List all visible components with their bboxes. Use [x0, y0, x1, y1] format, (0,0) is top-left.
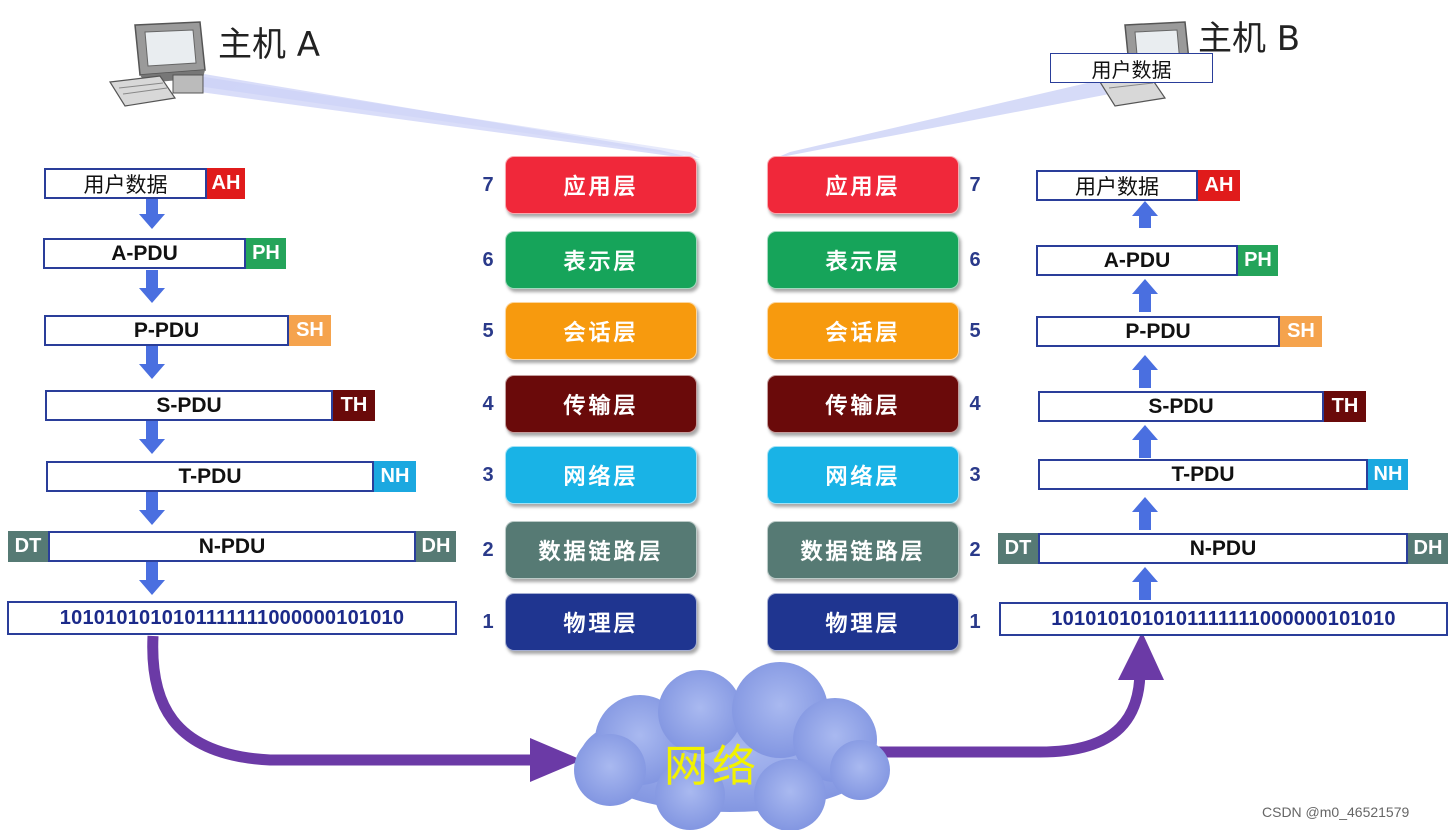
right-header-sh: SH — [1280, 316, 1322, 347]
left-p-pdu: P-PDU — [44, 315, 289, 346]
left-user-data: 用户数据 — [44, 168, 207, 199]
left-layer-number-7: 7 — [482, 173, 494, 196]
left-layer-4: 传输层 — [505, 375, 697, 433]
left-layer-number-2: 2 — [482, 538, 494, 561]
left-bitstream: 1010101010101111111000000101010 — [7, 601, 457, 635]
right-layer-1: 物理层 — [767, 593, 959, 651]
left-s-pdu: S-PDU — [45, 390, 333, 421]
right-layer-number-3: 3 — [969, 463, 981, 486]
left-header-dh: DH — [416, 531, 456, 562]
network-cloud — [574, 662, 890, 830]
left-layer-number-5: 5 — [482, 319, 494, 342]
left-layer-6: 表示层 — [505, 231, 697, 289]
left-header-th: TH — [333, 390, 375, 421]
left-header-nh: NH — [374, 461, 416, 492]
left-layer-3: 网络层 — [505, 446, 697, 504]
host-b-beam — [776, 80, 1120, 158]
right-trailer-dt: DT — [998, 533, 1038, 564]
right-layer-number-2: 2 — [969, 538, 981, 561]
left-header-sh: SH — [289, 315, 331, 346]
right-layer-2: 数据链路层 — [767, 521, 959, 579]
right-layer-number-1: 1 — [969, 610, 981, 633]
right-header-nh: NH — [1368, 459, 1408, 490]
right-header-th: TH — [1324, 391, 1366, 422]
right-header-dh: DH — [1408, 533, 1448, 564]
right-bitstream: 1010101010101111111000000101010 — [999, 602, 1448, 636]
right-layer-6: 表示层 — [767, 231, 959, 289]
right-n-pdu: N-PDU — [1038, 533, 1408, 564]
host-a-title: 主机 A — [218, 25, 321, 65]
left-layer-number-6: 6 — [482, 248, 494, 271]
left-layer-7: 应用层 — [505, 156, 697, 214]
host-b-user-data-label: 用户数据 — [1050, 53, 1213, 83]
right-header-ah: AH — [1198, 170, 1240, 201]
computer-a-icon — [108, 21, 206, 107]
left-header-ah: AH — [207, 168, 245, 199]
transmission-arrowhead-right — [1118, 632, 1164, 680]
host-a-beam-fill — [180, 70, 700, 160]
right-s-pdu: S-PDU — [1038, 391, 1324, 422]
right-layer-7: 应用层 — [767, 156, 959, 214]
right-layer-3: 网络层 — [767, 446, 959, 504]
right-t-pdu: T-PDU — [1038, 459, 1368, 490]
right-layer-number-7: 7 — [969, 173, 981, 196]
left-layer-1: 物理层 — [505, 593, 697, 651]
right-up-arrows — [1132, 201, 1158, 600]
left-trailer-dt: DT — [8, 531, 48, 562]
network-label: 网络 — [664, 741, 760, 792]
watermark: CSDN @m0_46521579 — [1262, 804, 1410, 820]
right-layer-4: 传输层 — [767, 375, 959, 433]
transmission-arrowhead-left — [530, 738, 582, 782]
left-a-pdu: A-PDU — [43, 238, 246, 269]
right-layer-5: 会话层 — [767, 302, 959, 360]
left-layer-number-3: 3 — [482, 463, 494, 486]
right-a-pdu: A-PDU — [1036, 245, 1238, 276]
left-header-ph: PH — [246, 238, 286, 269]
right-header-ph: PH — [1238, 245, 1278, 276]
host-b-title: 主机 B — [1198, 19, 1301, 59]
left-layer-number-1: 1 — [482, 610, 494, 633]
left-n-pdu: N-PDU — [48, 531, 416, 562]
left-layer-5: 会话层 — [505, 302, 697, 360]
left-layer-2: 数据链路层 — [505, 521, 697, 579]
left-t-pdu: T-PDU — [46, 461, 374, 492]
right-p-pdu: P-PDU — [1036, 316, 1280, 347]
left-down-arrows — [139, 198, 165, 595]
left-layer-number-4: 4 — [482, 392, 494, 415]
transmission-path-left — [147, 635, 540, 766]
right-layer-number-5: 5 — [969, 319, 981, 342]
right-layer-number-6: 6 — [969, 248, 981, 271]
right-user-data: 用户数据 — [1036, 170, 1198, 201]
transmission-path-right — [870, 669, 1146, 758]
right-layer-number-4: 4 — [969, 392, 981, 415]
